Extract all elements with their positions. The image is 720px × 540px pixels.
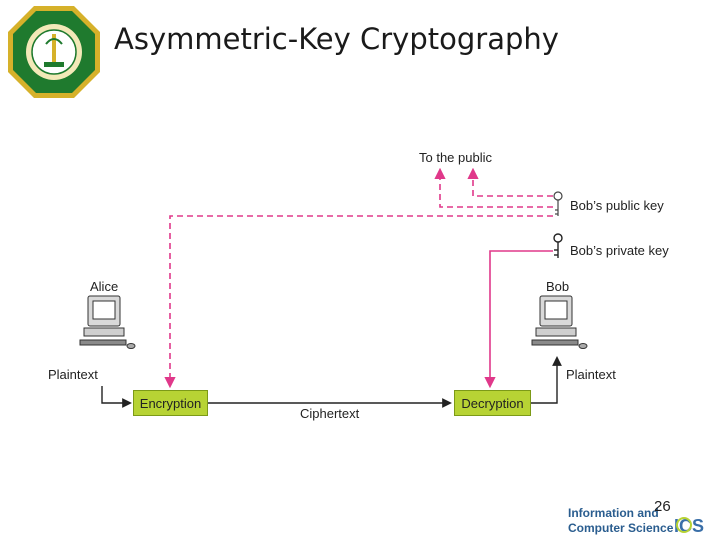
slide-title: Asymmetric-Key Cryptography — [114, 22, 559, 56]
public-key-paths — [164, 167, 553, 389]
logo-text-line-1: Information and — [568, 506, 659, 520]
decryption-to-plaintext-arrow — [530, 356, 562, 404]
public-key-to-public-line-2 — [467, 167, 553, 197]
public-key-to-public-line-1 — [434, 167, 553, 208]
bobs-private-key-label: Bob’s private key — [570, 243, 669, 258]
bob-label: Bob — [546, 279, 570, 294]
to-the-public-label: To the public — [419, 150, 492, 165]
alice-label: Alice — [90, 279, 119, 294]
ciphertext-label: Ciphertext — [300, 406, 360, 421]
decryption-box: Decryption — [454, 390, 531, 416]
public-key-to-encryption-line — [164, 215, 553, 389]
public-key-icon — [553, 191, 563, 216]
bobs-public-key-label: Bob’s public key — [570, 198, 664, 213]
ics-department-logo: Information and Computer Science ICS — [568, 506, 704, 536]
encryption-box: Encryption — [133, 390, 208, 416]
private-key-to-decryption-line — [484, 250, 553, 389]
bob-computer-icon — [531, 295, 588, 349]
private-key-icon — [553, 233, 563, 258]
university-seal-logo — [8, 6, 100, 98]
alice-computer-icon — [79, 295, 136, 349]
plaintext-right-label: Plaintext — [566, 367, 616, 382]
plaintext-to-encryption-arrow — [101, 386, 132, 408]
page-number: 26 — [654, 498, 671, 515]
plaintext-left-label: Plaintext — [48, 367, 98, 382]
logo-text-line-2: Computer Science — [568, 521, 674, 535]
